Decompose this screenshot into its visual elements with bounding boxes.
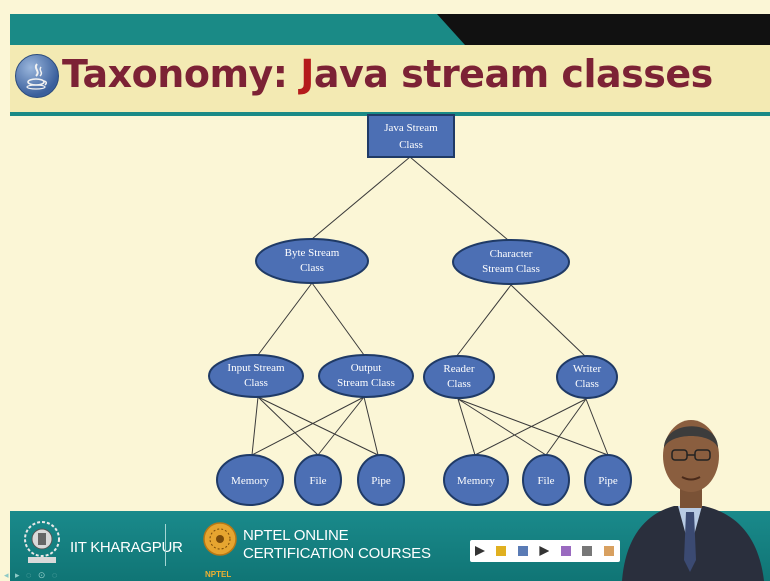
java-logo-icon — [15, 54, 59, 98]
node-label: Class — [575, 378, 599, 390]
leaf-label: Pipe — [371, 475, 391, 487]
screen-icon[interactable] — [582, 546, 593, 556]
edge-output-pipe — [363, 396, 379, 456]
leaf-file-right: File — [522, 454, 570, 506]
node-byte-stream-class: Byte Stream Class — [255, 238, 369, 284]
edge-input-memory — [251, 396, 259, 456]
edge-reader-file — [457, 398, 547, 456]
leaf-label: Memory — [457, 475, 495, 487]
node-label: Output — [351, 362, 382, 374]
edge-writer-memory — [474, 398, 587, 456]
edge-char-writer — [510, 284, 587, 358]
slide-title: Taxonomy: Java stream classes — [62, 52, 713, 96]
node-label: Input Stream — [227, 362, 285, 374]
node-label: Java Stream — [384, 122, 438, 134]
iit-emblem-icon — [24, 521, 60, 563]
connector-lines — [251, 156, 609, 456]
node-label: Class — [300, 262, 324, 274]
leaf-label: File — [309, 475, 326, 487]
edge-root-char — [409, 156, 509, 241]
edge-root-byte — [311, 156, 411, 240]
leaf-label: File — [537, 475, 554, 487]
node-java-stream-class: Java Stream Class — [367, 114, 455, 158]
nptel-logo-icon — [203, 522, 237, 556]
edge-char-reader — [455, 284, 512, 358]
node-writer-class: Writer Class — [556, 355, 618, 399]
edge-byte-output — [311, 282, 365, 356]
title-text-b: J — [300, 52, 314, 96]
node-character-stream-class: Character Stream Class — [452, 239, 570, 285]
edge-writer-file — [545, 398, 587, 456]
node-label: Class — [447, 378, 471, 390]
edge-reader-memory — [457, 398, 476, 456]
node-label: Class — [399, 139, 423, 151]
nptel-title-line2: CERTIFICATION COURSES — [243, 545, 431, 562]
node-label: Class — [244, 377, 268, 389]
edge-byte-input — [257, 282, 313, 356]
leaf-pipe-left: Pipe — [357, 454, 405, 506]
leaf-pipe-right: Pipe — [584, 454, 632, 506]
top-dark-bar — [437, 14, 770, 45]
leaf-memory-left: Memory — [216, 454, 284, 506]
edge-reader-pipe — [457, 398, 609, 456]
slide-nav-controls[interactable]: ◂ ▸ ◌ ⊙ ◌ — [4, 570, 60, 580]
leaf-label: Memory — [231, 475, 269, 487]
pencil-icon[interactable] — [603, 546, 614, 556]
node-label: Stream Class — [337, 377, 395, 389]
edge-writer-pipe — [585, 398, 609, 456]
node-input-stream-class: Input Stream Class — [208, 354, 304, 398]
play-icon[interactable] — [475, 546, 485, 556]
title-band — [10, 45, 770, 113]
nptel-small-label: NPTEL — [205, 570, 232, 579]
leaf-file-left: File — [294, 454, 342, 506]
nptel-title-line1: NPTEL ONLINE — [243, 527, 349, 544]
node-label: Stream Class — [482, 263, 540, 275]
node-label: Reader — [443, 363, 474, 375]
eraser-icon[interactable] — [560, 546, 571, 556]
next-icon[interactable] — [539, 546, 550, 556]
edge-input-file — [257, 396, 319, 456]
footer-divider — [165, 524, 166, 566]
node-reader-class: Reader Class — [423, 355, 495, 399]
title-text-a: Taxonomy: — [62, 52, 301, 96]
highlighter-icon[interactable] — [517, 546, 528, 556]
node-label: Writer — [573, 363, 602, 375]
pen-icon[interactable] — [496, 546, 507, 556]
edge-input-pipe — [257, 396, 379, 456]
edge-output-memory — [251, 396, 365, 456]
edge-output-file — [317, 396, 365, 456]
node-output-stream-class: Output Stream Class — [318, 354, 414, 398]
presentation-toolbar[interactable] — [470, 540, 620, 562]
node-label: Byte Stream — [285, 247, 340, 259]
node-label: Character — [490, 248, 533, 260]
presenter-video-image — [622, 420, 764, 581]
title-text-c: ava stream classes — [313, 52, 713, 96]
leaf-memory-right: Memory — [443, 454, 509, 506]
institute-name: IIT KHARAGPUR — [70, 539, 183, 556]
leaf-label: Pipe — [598, 475, 618, 487]
